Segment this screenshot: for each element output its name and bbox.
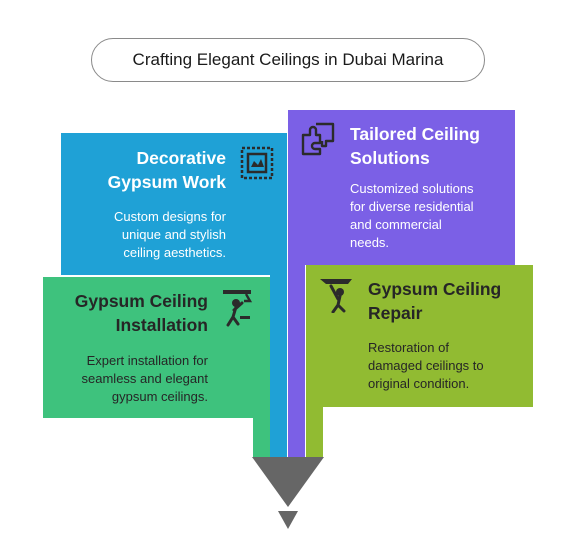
repair-title-line: Repair	[368, 303, 423, 323]
card-tailored-ceiling-solutions	[288, 110, 515, 265]
diagram-title: Crafting Elegant Ceilings in Dubai Marin…	[91, 38, 485, 82]
stem-installation	[253, 418, 270, 457]
installation-description: Expert installation for seamless and ele…	[50, 352, 208, 406]
tailored-description: Customized solutions for diverse residen…	[350, 180, 510, 252]
decorative-desc-line: ceiling aesthetics.	[123, 245, 226, 260]
decorative-desc-line: Custom designs for	[114, 209, 226, 224]
installation-desc-line: seamless and elegant	[81, 371, 208, 386]
decorative-title-line: Gypsum Work	[107, 172, 226, 192]
tailored-title-line: Tailored Ceiling	[350, 124, 480, 144]
tailored-title-line: Solutions	[350, 148, 430, 168]
person-repair-icon	[320, 279, 352, 313]
puzzle-icon	[301, 122, 335, 156]
decorative-title: Decorative Gypsum Work	[80, 146, 226, 194]
repair-desc-line: Restoration of	[368, 340, 449, 355]
funnel-arrow-icon	[252, 457, 324, 529]
installation-title-line: Installation	[115, 315, 208, 335]
repair-desc-line: damaged ceilings to	[368, 358, 484, 373]
decorative-description: Custom designs for unique and stylish ce…	[70, 208, 226, 262]
tailored-desc-line: needs.	[350, 235, 390, 250]
stem-tailored	[288, 265, 305, 457]
worker-ceiling-icon	[223, 290, 253, 327]
card-gypsum-ceiling-installation	[43, 277, 270, 418]
installation-title-line: Gypsum Ceiling	[74, 291, 208, 311]
repair-desc-line: original condition.	[368, 376, 470, 391]
framed-picture-icon	[240, 146, 274, 180]
decorative-title-line: Decorative	[136, 148, 227, 168]
installation-desc-line: gypsum ceilings.	[111, 389, 208, 404]
card-gypsum-ceiling-repair	[306, 265, 533, 407]
repair-description: Restoration of damaged ceilings to origi…	[368, 339, 528, 393]
repair-title-line: Gypsum Ceiling	[368, 279, 502, 299]
tailored-title: Tailored Ceiling Solutions	[350, 122, 510, 170]
repair-title: Gypsum Ceiling Repair	[368, 277, 528, 325]
tailored-desc-line: for diverse residential	[350, 199, 474, 214]
stem-repair	[306, 407, 323, 457]
card-decorative-gypsum-work	[61, 133, 287, 275]
decorative-desc-line: unique and stylish	[121, 227, 226, 242]
installation-desc-line: Expert installation for	[86, 353, 208, 368]
installation-title: Gypsum Ceiling Installation	[55, 289, 208, 337]
tailored-desc-line: and commercial	[350, 217, 442, 232]
tailored-desc-line: Customized solutions	[350, 181, 474, 196]
stem-decorative	[270, 275, 287, 457]
